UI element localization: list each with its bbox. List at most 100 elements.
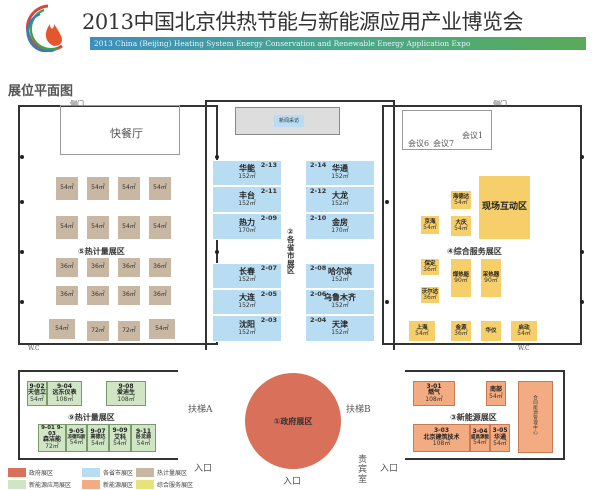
government-zone[interactable]: ①政府展区 [245, 373, 341, 469]
booth-area: 108㎡ [425, 395, 443, 403]
expo-title: 2013中国北京供热节能与新能源应用产业博览会 [82, 10, 523, 34]
booth-area: 54㎡ [136, 439, 151, 447]
booth[interactable]: 72㎡ [117, 320, 141, 342]
side-door-left[interactable]: 侧门 [70, 100, 84, 108]
interactive-zone[interactable]: 现场互动区 [478, 175, 531, 240]
booth-area: 108㎡ [117, 395, 135, 403]
booth[interactable]: 36㎡ [86, 257, 110, 278]
booth-area: 54㎡ [489, 392, 503, 400]
legend-label: 新能源应用展区 [29, 482, 72, 489]
booth[interactable]: 54㎡ [117, 176, 141, 201]
entrance-west[interactable]: 入口 [194, 464, 213, 474]
booth[interactable]: 54㎡ [148, 176, 172, 201]
booth[interactable]: 54㎡ [148, 318, 176, 340]
booth[interactable]: 54㎡ [55, 215, 79, 240]
meeting-room-1: 会议1 [462, 131, 484, 140]
metering-zone-9-label: ⑨热计量展区 [68, 413, 115, 422]
booth-area: 36㎡ [60, 263, 74, 271]
booth[interactable]: 54㎡ [86, 215, 110, 240]
wc-right: W.C [518, 345, 530, 352]
booth-name: 煤热能 [452, 271, 470, 278]
booth-number: 2-07 [260, 264, 277, 272]
booth-name: 华通 [493, 433, 506, 441]
booth-name: 艾科 [113, 433, 126, 441]
booth[interactable]: 54㎡ [55, 176, 79, 201]
booth-area: 54㎡ [69, 439, 84, 447]
booth-name: 大龙 [332, 190, 348, 200]
column [580, 155, 584, 159]
booth[interactable]: 54㎡ [48, 318, 76, 340]
booth[interactable]: 36㎡ [117, 257, 141, 278]
booth[interactable]: 合同能源管理中心 [518, 381, 553, 453]
booth[interactable]: 36㎡ [86, 285, 110, 306]
sw-hall-wall [18, 370, 178, 460]
page-heading: 展位平面图 [8, 84, 74, 99]
booth-area: 54㎡ [91, 439, 105, 447]
booth-area: 36㎡ [60, 291, 74, 299]
booth[interactable]: 72㎡ [86, 320, 110, 342]
booth[interactable]: 36㎡ [55, 285, 79, 306]
booth-number: 2-12 [310, 187, 327, 195]
entrance-main[interactable]: 入口 [283, 477, 302, 487]
entrance-east[interactable]: 入口 [380, 464, 399, 474]
booth-area: 36㎡ [153, 291, 167, 299]
booth-area: 54㎡ [113, 440, 127, 448]
legend-item: 各省市展区 [82, 468, 133, 477]
booth-name: 北京建筑技术 [423, 433, 460, 441]
side-door-right[interactable]: 侧门 [493, 100, 507, 108]
booth[interactable]: 54㎡ [148, 215, 172, 240]
escalator-a[interactable]: 扶梯A [188, 405, 213, 415]
booth[interactable]: 36㎡ [55, 257, 79, 278]
legend-swatch [8, 468, 26, 477]
booth-area: 152㎡ [238, 173, 256, 181]
booth[interactable]: 54㎡ [117, 215, 141, 240]
booth-number: 2-14 [310, 161, 327, 169]
legend-swatch [82, 468, 100, 477]
booth-name: 启动 [518, 324, 530, 331]
booth[interactable]: 54㎡ [86, 176, 110, 201]
escalator-b[interactable]: 扶梯B [346, 405, 371, 415]
booth-number: 9-01 9-03 [41, 425, 63, 438]
booth[interactable]: 36㎡ [148, 257, 172, 278]
booth[interactable]: 36㎡ [148, 285, 172, 306]
booth[interactable]: 36㎡ [117, 285, 141, 306]
booth[interactable]: 华仪 [480, 320, 502, 342]
booth-name: 京海 [424, 218, 436, 225]
booth-name: 华能 [239, 164, 255, 174]
